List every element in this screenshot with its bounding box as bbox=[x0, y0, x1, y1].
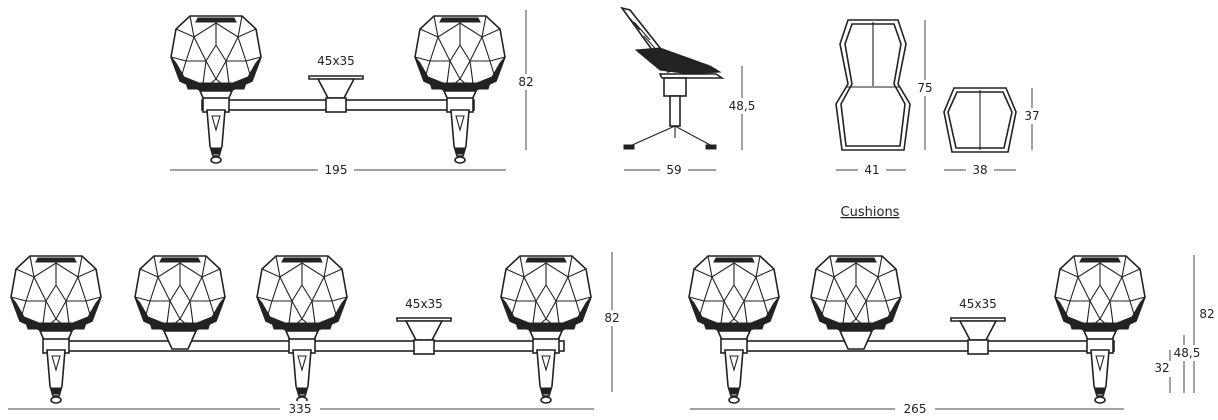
cushion-small-width-label: 38 bbox=[972, 163, 987, 177]
bottom-right-bench-drawing bbox=[688, 255, 1146, 404]
side-depth-label: 59 bbox=[666, 163, 681, 177]
side-seat-height-label: 48,5 bbox=[729, 99, 756, 113]
side-view-drawing bbox=[620, 6, 725, 150]
bottom-right-seat-height-label: 48,5 bbox=[1174, 346, 1201, 360]
cushion-large-drawing bbox=[835, 19, 911, 151]
bottom-right-arm-height-label: 32 bbox=[1154, 361, 1169, 375]
bottom-right-height-label: 82 bbox=[1199, 307, 1214, 321]
bottom-left-bench-drawing bbox=[10, 255, 592, 404]
bottom-left-height-label: 82 bbox=[604, 311, 619, 325]
bottom-left-table-label: 45x35 bbox=[405, 297, 443, 311]
top-bench-drawing bbox=[170, 15, 506, 164]
cushion-large-width-label: 41 bbox=[864, 163, 879, 177]
cushions-title: Cushions bbox=[841, 205, 900, 220]
bottom-right-table-label: 45x35 bbox=[959, 297, 997, 311]
cushion-small-height-label: 37 bbox=[1024, 109, 1039, 123]
top-table-label: 45x35 bbox=[317, 54, 355, 68]
cushion-small-drawing bbox=[943, 87, 1017, 153]
bottom-left-width-label: 335 bbox=[289, 402, 312, 416]
bottom-right-width-label: 265 bbox=[904, 402, 927, 416]
cushion-large-height-label: 75 bbox=[917, 81, 932, 95]
top-height-label: 82 bbox=[518, 75, 533, 89]
top-width-label: 195 bbox=[325, 163, 348, 177]
